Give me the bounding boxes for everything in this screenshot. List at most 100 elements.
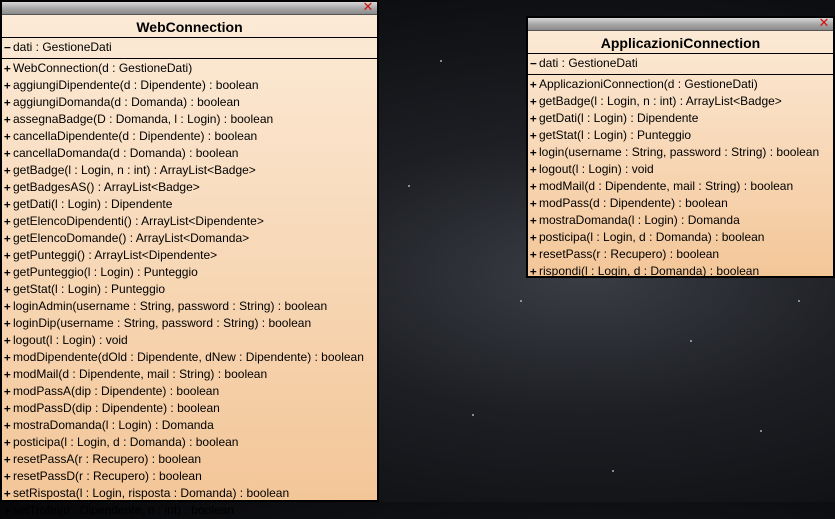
method-row: +login(username : String, password : Str… [528, 144, 833, 161]
public-visibility-icon: + [4, 317, 11, 330]
method-text: mostraDomanda(l : Login) : Domanda [13, 418, 214, 432]
method-row: +getPunteggio(l : Login) : Punteggio [2, 264, 377, 281]
public-visibility-icon: + [530, 78, 537, 91]
method-row: +resetPassD(r : Recupero) : boolean [2, 468, 377, 485]
window-titlebar[interactable]: ✕ [528, 16, 833, 31]
method-row: +logout(l : Login) : void [2, 332, 377, 349]
method-text: rispondi(l : Login, d : Domanda) : boole… [539, 264, 760, 278]
method-row: +logout(l : Login) : void [528, 161, 833, 178]
public-visibility-icon: + [4, 436, 11, 449]
private-visibility-icon: − [4, 41, 11, 54]
method-row: +posticipa(l : Login, d : Domanda) : boo… [2, 434, 377, 451]
method-text: login(username : String, password : Stri… [539, 145, 820, 159]
public-visibility-icon: + [530, 129, 537, 142]
attribute-row: −dati : GestioneDati [2, 39, 377, 56]
public-visibility-icon: + [4, 249, 11, 262]
method-text: logout(l : Login) : void [539, 162, 654, 176]
star [798, 300, 800, 302]
method-text: WebConnection(d : GestioneDati) [13, 61, 193, 75]
method-text: getElencoDomande() : ArrayList<Domanda> [13, 231, 250, 245]
public-visibility-icon: + [530, 265, 537, 278]
method-row: +resetPassA(r : Recupero) : boolean [2, 451, 377, 468]
public-visibility-icon: + [4, 385, 11, 398]
method-text: modMail(d : Dipendente, mail : String) :… [13, 367, 268, 381]
attributes-section: −dati : GestioneDati [528, 54, 833, 75]
method-text: resetPassD(r : Recupero) : boolean [13, 469, 202, 483]
public-visibility-icon: + [4, 198, 11, 211]
public-visibility-icon: + [4, 487, 11, 500]
public-visibility-icon: + [530, 112, 537, 125]
public-visibility-icon: + [4, 266, 11, 279]
method-text: ApplicazioniConnection(d : GestioneDati) [539, 77, 758, 91]
method-row: +posticipa(l : Login, d : Domanda) : boo… [528, 229, 833, 246]
method-row: +getStat(l : Login) : Punteggio [528, 127, 833, 144]
attributes-section: −dati : GestioneDati [2, 38, 377, 59]
method-row: +modDipendente(dOld : Dipendente, dNew :… [2, 349, 377, 366]
method-text: posticipa(l : Login, d : Domanda) : bool… [13, 435, 239, 449]
window-titlebar[interactable]: ✕ [2, 0, 377, 15]
method-text: getElencoDipendenti() : ArrayList<Dipend… [13, 214, 264, 228]
uml-class-applicazioniconnection[interactable]: ✕ ApplicazioniConnection −dati : Gestion… [526, 16, 835, 278]
method-row: +modPass(d : Dipendente) : boolean [528, 195, 833, 212]
method-row: +loginDip(username : String, password : … [2, 315, 377, 332]
method-row: +mostraDomanda(l : Login) : Domanda [528, 212, 833, 229]
method-text: cancellaDomanda(d : Domanda) : boolean [13, 146, 239, 160]
method-row: +assegnaBadge(D : Domanda, l : Login) : … [2, 111, 377, 128]
method-text: getDati(l : Login) : Dipendente [13, 197, 173, 211]
star [690, 340, 692, 342]
method-text: logout(l : Login) : void [13, 333, 128, 347]
public-visibility-icon: + [4, 147, 11, 160]
method-row: +getBadgesAS() : ArrayList<Badge> [2, 179, 377, 196]
star [440, 60, 442, 62]
attribute-row: −dati : GestioneDati [528, 55, 833, 72]
method-text: aggiungiDipendente(d : Dipendente) : boo… [13, 78, 259, 92]
public-visibility-icon: + [4, 130, 11, 143]
method-text: resetPass(r : Recupero) : boolean [539, 247, 720, 261]
public-visibility-icon: + [4, 96, 11, 109]
uml-class-webconnection[interactable]: ✕ WebConnection −dati : GestioneDati +We… [0, 0, 379, 517]
methods-section: +WebConnection(d : GestioneDati) +aggiun… [2, 59, 377, 519]
method-text: resetPassA(r : Recupero) : boolean [13, 452, 202, 466]
method-row: +ApplicazioniConnection(d : GestioneDati… [528, 76, 833, 93]
method-row: +setTrofei(d : Dipendente, n : int) : bo… [2, 502, 377, 519]
close-icon[interactable]: ✕ [362, 0, 374, 15]
public-visibility-icon: + [4, 181, 11, 194]
method-text: getStat(l : Login) : Punteggio [13, 282, 166, 296]
public-visibility-icon: + [4, 334, 11, 347]
public-visibility-icon: + [4, 351, 11, 364]
method-text: modMail(d : Dipendente, mail : String) :… [539, 179, 794, 193]
method-row: +loginAdmin(username : String, password … [2, 298, 377, 315]
method-text: getDati(l : Login) : Dipendente [539, 111, 699, 125]
close-icon[interactable]: ✕ [818, 16, 830, 31]
method-row: +rispondi(l : Login, d : Domanda) : bool… [528, 263, 833, 280]
method-text: getBadge(l : Login, n : int) : ArrayList… [13, 163, 256, 177]
class-name: WebConnection [2, 15, 377, 38]
method-text: assegnaBadge(D : Domanda, l : Login) : b… [13, 112, 274, 126]
method-text: aggiungiDomanda(d : Domanda) : boolean [13, 95, 240, 109]
method-row: +WebConnection(d : GestioneDati) [2, 60, 377, 77]
method-row: +getBadge(l : Login, n : int) : ArrayLis… [528, 93, 833, 110]
public-visibility-icon: + [4, 113, 11, 126]
method-text: loginDip(username : String, password : S… [13, 316, 312, 330]
class-name: ApplicazioniConnection [528, 31, 833, 54]
methods-section: +ApplicazioniConnection(d : GestioneDati… [528, 75, 833, 280]
method-text: modPassA(dip : Dipendente) : boolean [13, 384, 220, 398]
method-row: +cancellaDipendente(d : Dipendente) : bo… [2, 128, 377, 145]
starfield-background [408, 60, 800, 472]
star [520, 300, 522, 302]
method-text: getBadge(l : Login, n : int) : ArrayList… [539, 94, 782, 108]
public-visibility-icon: + [4, 419, 11, 432]
public-visibility-icon: + [4, 232, 11, 245]
public-visibility-icon: + [4, 368, 11, 381]
method-text: getPunteggi() : ArrayList<Dipendente> [13, 248, 218, 262]
method-text: mostraDomanda(l : Login) : Domanda [539, 213, 740, 227]
public-visibility-icon: + [4, 504, 11, 517]
public-visibility-icon: + [530, 214, 537, 227]
method-row: +cancellaDomanda(d : Domanda) : boolean [2, 145, 377, 162]
public-visibility-icon: + [4, 453, 11, 466]
attribute-text: dati : GestioneDati [13, 40, 112, 54]
public-visibility-icon: + [4, 402, 11, 415]
method-text: setTrofei(d : Dipendente, n : int) : boo… [13, 503, 235, 517]
public-visibility-icon: + [530, 197, 537, 210]
public-visibility-icon: + [530, 248, 537, 261]
